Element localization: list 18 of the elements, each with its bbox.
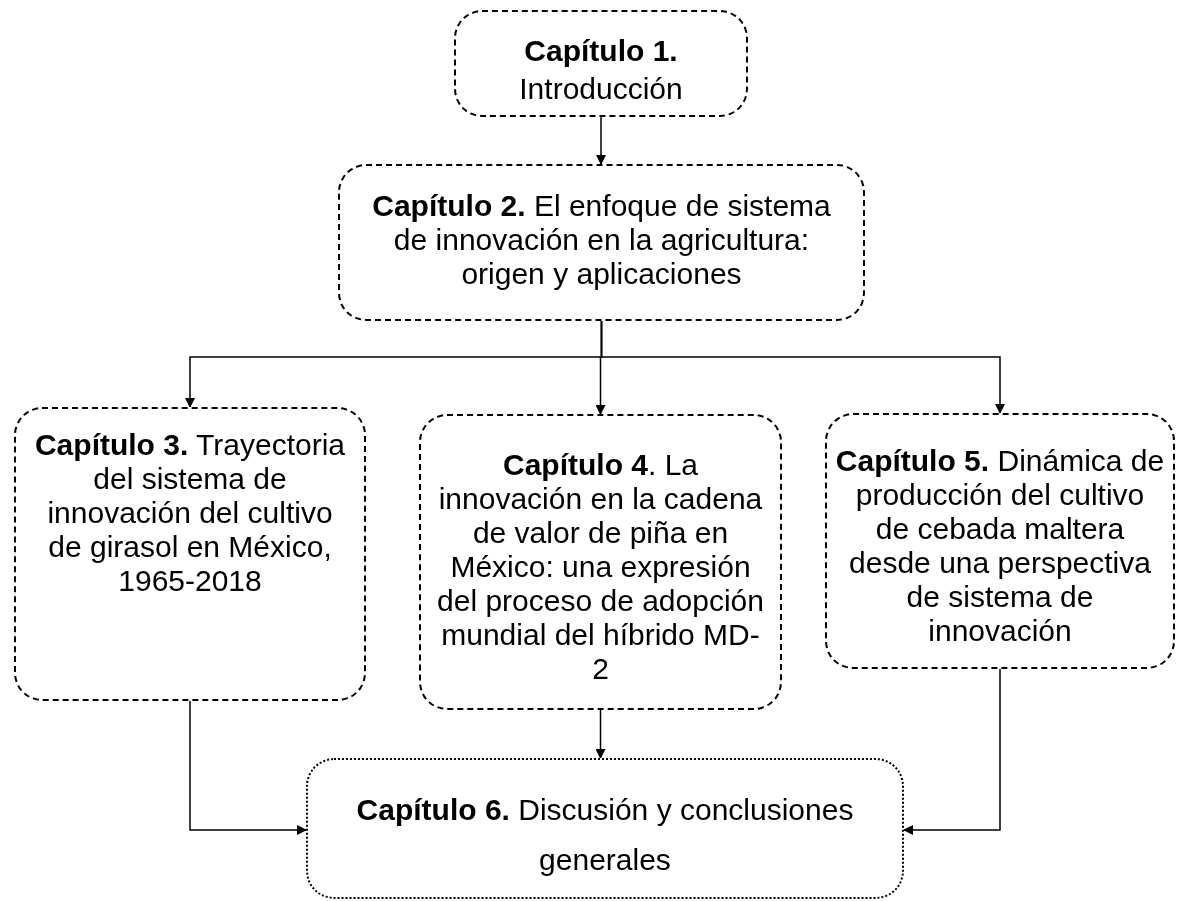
chapter-text: Capítulo 6. Discusión y conclusiones generales: [355, 792, 855, 878]
chapter-text: Capítulo 4. La innovación en la cadena de valor de piña en México: una expresión del proceso de adopción mundial del híbrido MD-2: [436, 448, 765, 686]
chapter-text: Capítulo 2. El enfoque de sistema de innovación en la agricultura: origen y aplicaciones: [371, 189, 832, 291]
chapter-text: Capítulo 5. Dinámica de producción del cultivo de cebada maltera desde una perspectiva de sistema de innovación: [835, 444, 1165, 648]
chapter-box: [338, 164, 865, 321]
arrow: [189, 700, 307, 835]
chapter-box: [14, 407, 366, 701]
arrow: [595, 709, 606, 759]
chapter-box: [419, 414, 782, 710]
chapter-text: Introducción: [519, 71, 683, 107]
arrow: [903, 668, 1001, 835]
chapter-text: Capítulo 3. Trayectoria del sistema de innovación del cultivo de girasol en México, 1965-2018: [33, 428, 347, 598]
arrow: [596, 116, 606, 165]
chapter-box: [825, 413, 1175, 669]
chapter-heading: Capítulo 1.: [524, 33, 678, 69]
chapter-box: [454, 10, 748, 117]
arrow: [600, 320, 1005, 414]
chapter-box: [306, 758, 904, 899]
